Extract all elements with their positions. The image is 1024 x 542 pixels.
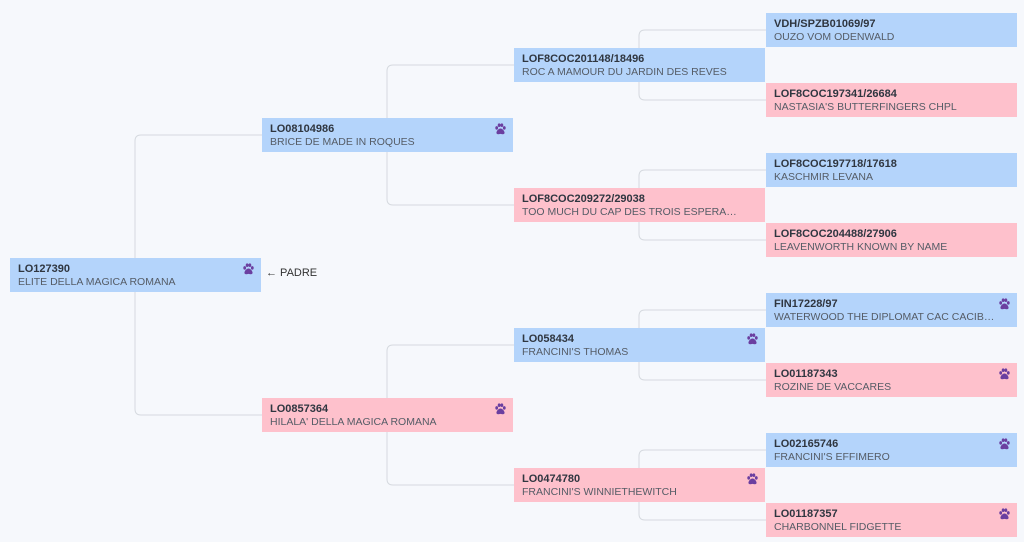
dog-name: LEAVENWORTH KNOWN BY NAME <box>774 241 948 253</box>
paw-icon[interactable] <box>494 402 507 415</box>
paw-icon[interactable] <box>242 262 255 275</box>
dog-name: OUZO VOM ODENWALD <box>774 31 895 43</box>
dog-name: FRANCINI'S WINNIETHEWITCH <box>522 486 677 498</box>
connector-line <box>638 169 766 241</box>
dog-name: WATERWOOD THE DIPLOMAT CAC CACIB BOB ... <box>774 311 1009 323</box>
paw-icon[interactable] <box>998 297 1011 310</box>
registration-number: LO02165746 <box>774 438 839 450</box>
connector-line <box>638 309 766 381</box>
connector-line <box>638 29 766 101</box>
padre-label: ← PADRE <box>266 267 318 279</box>
paw-icon[interactable] <box>998 507 1011 520</box>
paw-icon[interactable] <box>746 472 759 485</box>
paw-icon[interactable] <box>494 122 507 135</box>
dog-name: ROZINE DE VACCARES <box>774 381 892 393</box>
registration-number: LO127390 <box>18 263 70 275</box>
registration-number: LOF8COC197341/26684 <box>774 88 897 100</box>
connector-line <box>638 449 766 521</box>
dog-name: FRANCINI'S EFFIMERO <box>774 451 890 463</box>
registration-number: LO01187357 <box>774 508 838 520</box>
registration-number: LO058434 <box>522 333 574 345</box>
registration-number: LO08104986 <box>270 123 335 135</box>
paw-icon[interactable] <box>998 367 1011 380</box>
registration-number: LOF8COC204488/27906 <box>774 228 897 240</box>
dog-name: ELITE DELLA MAGICA ROMANA <box>18 276 176 288</box>
registration-number: LOF8COC201148/18496 <box>522 53 645 65</box>
connector-line <box>386 64 514 206</box>
dog-name: HILALA' DELLA MAGICA ROMANA <box>270 416 437 428</box>
registration-number: FIN17228/97 <box>774 298 838 310</box>
dog-name: BRICE DE MADE IN ROQUES <box>270 136 415 148</box>
dog-name: ROC A MAMOUR DU JARDIN DES REVES <box>522 66 727 78</box>
paw-icon[interactable] <box>746 332 759 345</box>
dog-name: FRANCINI'S THOMAS <box>522 346 629 358</box>
dog-name: CHARBONNEL FIDGETTE <box>774 521 902 533</box>
registration-number: VDH/SPZB01069/97 <box>774 18 876 30</box>
registration-number: LO0474780 <box>522 473 581 485</box>
dog-name: TOO MUCH DU CAP DES TROIS ESPERANCES <box>522 206 756 218</box>
connector-line <box>386 344 514 486</box>
connector-line <box>134 134 262 416</box>
paw-icon[interactable] <box>998 437 1011 450</box>
registration-number: LO0857364 <box>270 403 329 415</box>
dog-name: NASTASIA'S BUTTERFINGERS CHPL <box>774 101 957 113</box>
registration-number: LOF8COC209272/29038 <box>522 193 645 205</box>
dog-name: KASCHMIR LEVANA <box>774 171 873 183</box>
registration-number: LOF8COC197718/17618 <box>774 158 897 170</box>
registration-number: LO01187343 <box>774 368 838 380</box>
